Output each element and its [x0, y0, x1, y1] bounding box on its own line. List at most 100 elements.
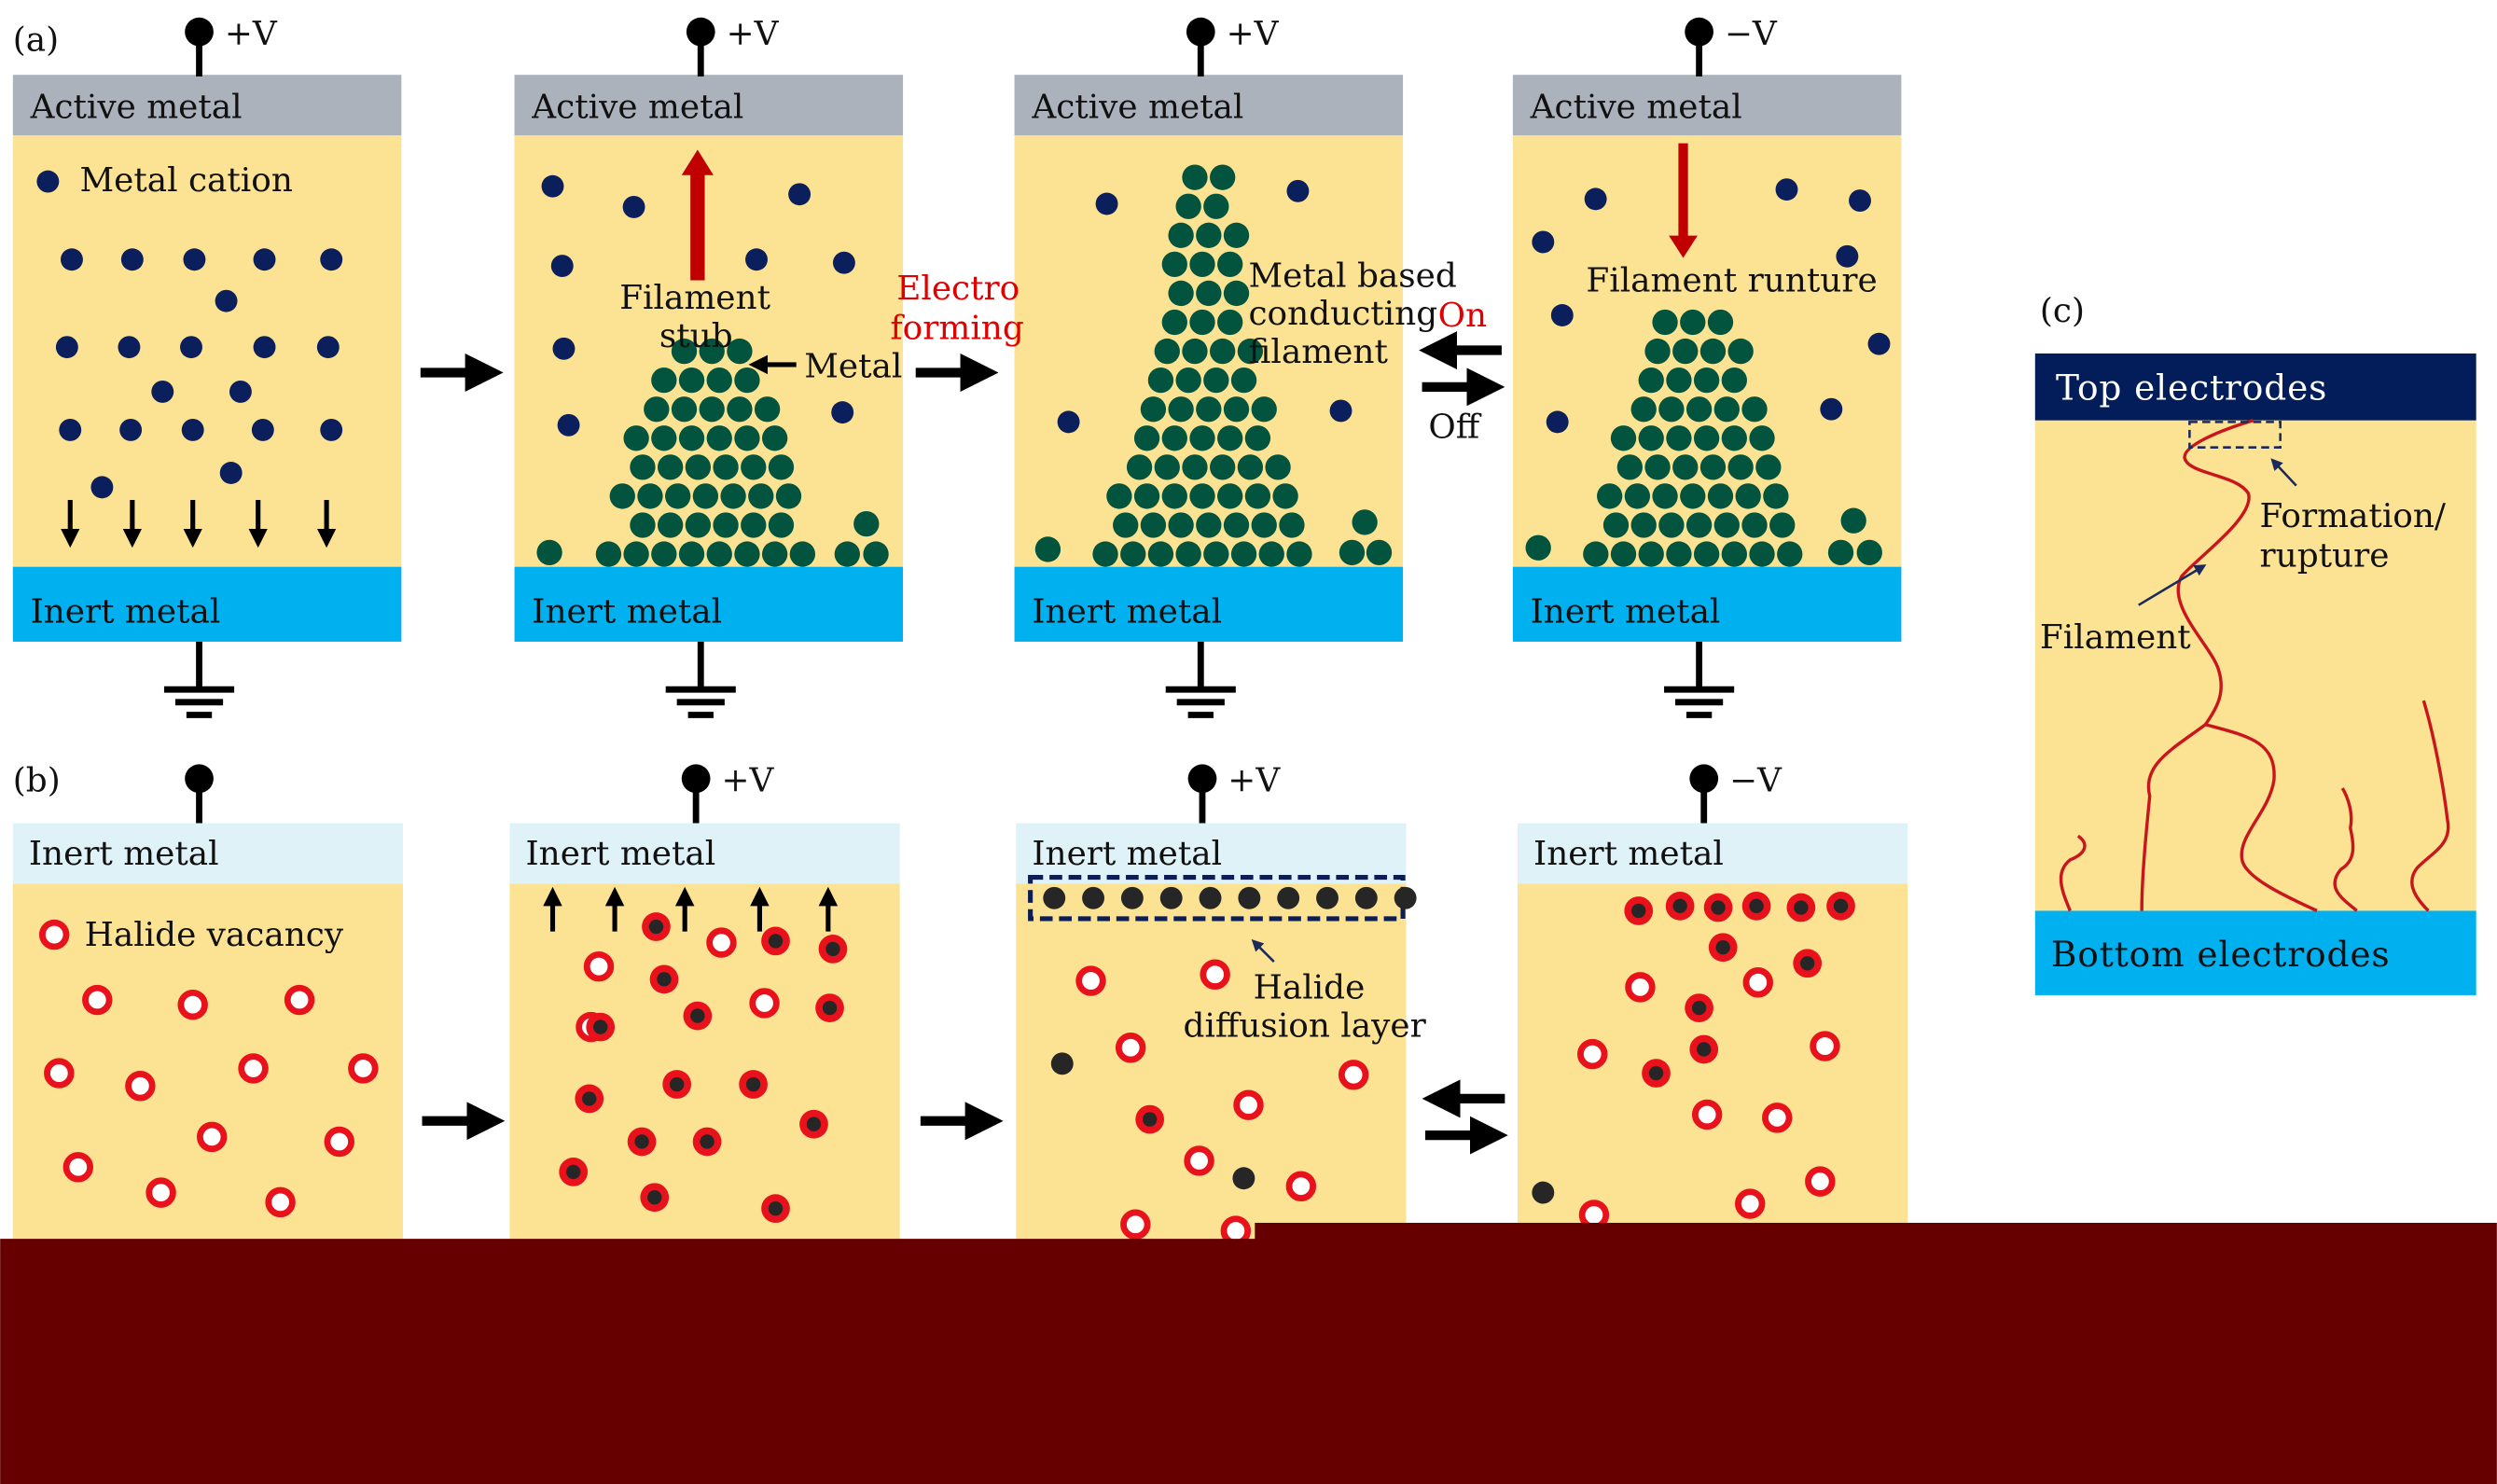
- metal-cation: [253, 248, 276, 271]
- filament-growth-arrow-head: [681, 149, 714, 175]
- halide-ion: [1794, 900, 1809, 915]
- halide-ion: [822, 1000, 838, 1016]
- halide-ion: [648, 919, 664, 935]
- metal-atom: [658, 512, 684, 538]
- halide-vacancy: [1810, 1031, 1840, 1061]
- halide-vacancy: [1285, 1171, 1317, 1201]
- halide-ion: [806, 1116, 822, 1131]
- annot-filament: Filament: [619, 279, 770, 317]
- metal-atom: [1223, 512, 1250, 538]
- metal-atom: [761, 425, 788, 451]
- metal-atom: [1154, 338, 1180, 365]
- metal-atom: [536, 539, 562, 566]
- metal-cation: [1820, 397, 1843, 421]
- voltage-label: +V: [225, 15, 278, 53]
- metal-atom: [1244, 425, 1271, 451]
- halide-vacancy: [1200, 959, 1230, 990]
- metal-atom: [1237, 338, 1264, 365]
- annot-conducting: conducting: [1249, 295, 1438, 333]
- halide-ion: [1142, 1112, 1158, 1127]
- metal-cation: [1867, 332, 1891, 355]
- top-electrodes-label: Top electrodes: [2056, 367, 2327, 408]
- metal-atom: [665, 483, 691, 509]
- cell-b-4: Inert metal−V: [1517, 761, 1908, 1240]
- metal-atom: [1161, 425, 1187, 451]
- halide-ion: [1120, 886, 1144, 909]
- electroforming-line2: forming: [890, 310, 1023, 348]
- metal-atom: [1126, 454, 1153, 480]
- perovskite-layer: [1517, 883, 1908, 1240]
- metal-cation: [219, 462, 243, 484]
- annot-halide: Halide: [1254, 968, 1366, 1006]
- filament-branch: [2204, 723, 2318, 912]
- metal-atom: [1175, 541, 1201, 567]
- halide-ion: [1159, 886, 1183, 909]
- inert-metal-label: Inert metal: [1531, 592, 1721, 631]
- metal-atom: [1597, 483, 1623, 509]
- metal-cation: [180, 336, 202, 359]
- metal-atom: [1196, 396, 1222, 423]
- metal-atom: [1685, 512, 1713, 538]
- voltage-terminal-icon: [185, 17, 214, 47]
- metal-atom: [1223, 222, 1250, 248]
- metal-atom: [1840, 507, 1866, 534]
- halide-ion: [1648, 1065, 1664, 1081]
- metal-atom: [1741, 512, 1768, 538]
- metal-atom: [1721, 541, 1747, 567]
- metal-atom: [706, 367, 732, 394]
- metal-atom: [1721, 425, 1747, 451]
- metal-cation: [320, 418, 343, 441]
- metal-atom: [1680, 483, 1706, 509]
- metal-cation: [557, 413, 580, 437]
- metal-cation: [120, 248, 144, 271]
- metal-atom: [1638, 541, 1664, 567]
- metal-atom: [1265, 454, 1291, 480]
- voltage-terminal-icon: [681, 764, 711, 794]
- metal-cation: [215, 289, 238, 312]
- metal-atom: [761, 541, 788, 567]
- metal-cation: [90, 476, 114, 499]
- voltage-terminal-icon: [185, 764, 214, 794]
- halide-vacancy: [238, 1053, 269, 1084]
- voltage-label: −V: [1725, 15, 1778, 53]
- halide-ion: [1394, 886, 1417, 909]
- metal-atom: [1168, 222, 1194, 248]
- metal-cation: [622, 195, 645, 218]
- bottom-electrodes-label: Bottom electrodes: [2051, 934, 2391, 975]
- metal-atom: [1727, 454, 1754, 480]
- metal-cation: [1532, 230, 1555, 254]
- metal-atom: [1699, 338, 1727, 365]
- diffusion-pointer-arrow: [1251, 938, 1275, 963]
- metal-cation: [1775, 178, 1798, 201]
- metal-atom: [1666, 541, 1692, 567]
- halide-ion: [1238, 886, 1261, 909]
- metal-atom: [1106, 483, 1132, 509]
- metal-atom: [1251, 396, 1277, 423]
- halide-ion: [1672, 898, 1687, 914]
- inert-metal-electrode: [1517, 823, 1908, 884]
- metal-atom: [1749, 425, 1775, 451]
- metal-atom: [741, 454, 767, 480]
- halide-vacancy: [146, 1177, 176, 1208]
- halide-vacancy: [177, 989, 208, 1020]
- metal-atom: [1777, 541, 1803, 567]
- halide-ion: [1711, 900, 1726, 915]
- metal-atom: [1092, 541, 1118, 567]
- metal-atom: [713, 512, 739, 538]
- metal-atom: [1693, 367, 1720, 394]
- metal-atom: [789, 541, 816, 567]
- metal-atom: [623, 541, 649, 567]
- metal-atom: [1616, 454, 1644, 480]
- panel-b-label: (b): [13, 761, 61, 799]
- metal-atom: [1034, 536, 1061, 562]
- inert-metal-label: Inert metal: [525, 835, 715, 873]
- metal-atom: [1147, 367, 1174, 394]
- metal-atom: [1168, 280, 1194, 307]
- annot-metal-based: Metal based: [1249, 257, 1457, 295]
- formation-label: Formation/: [2259, 497, 2446, 535]
- metal-atom: [1352, 509, 1378, 535]
- metal-atom: [1210, 338, 1236, 365]
